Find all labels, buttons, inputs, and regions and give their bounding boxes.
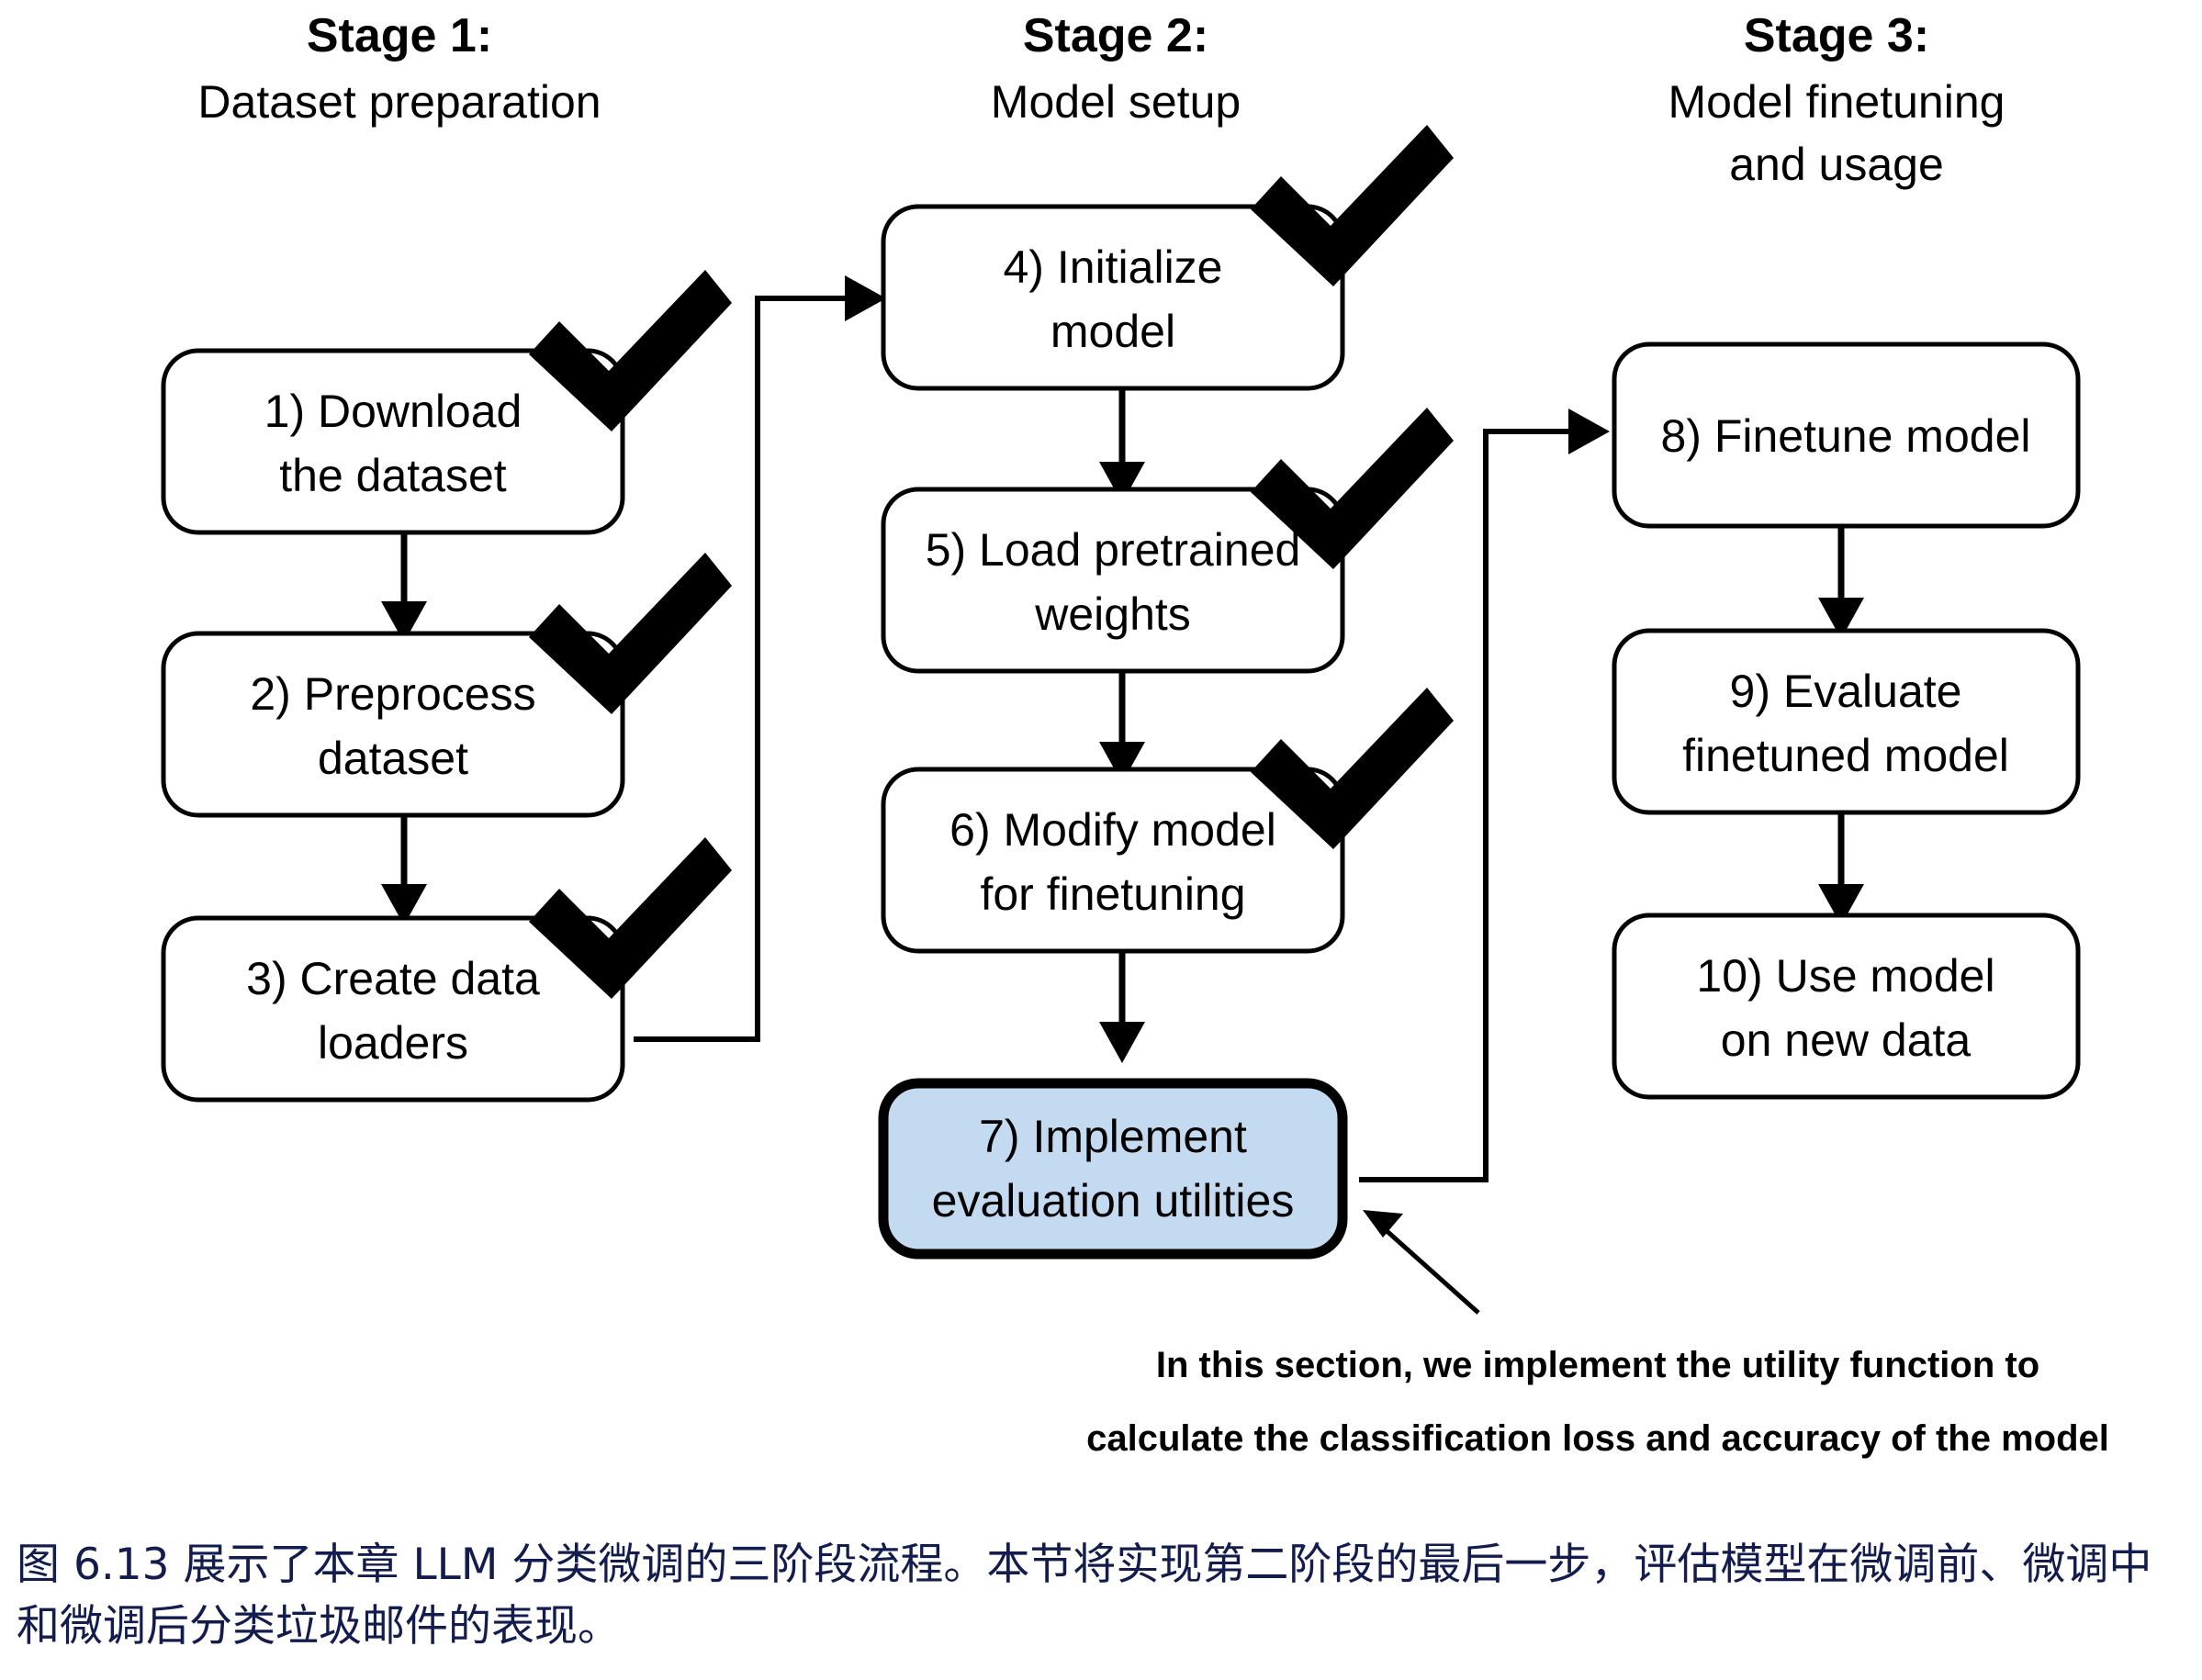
annotation-arrowhead [1363,1210,1403,1238]
node-8-label-line1: 8) Finetune model [1660,410,2030,462]
node-8-box[interactable] [1612,342,2081,529]
node-4-label-line1: 4) Initialize [1004,241,1223,293]
node-7[interactable]: 7) Implement evaluation utilities [878,1078,1348,1260]
annotation-callout: In this section, we implement the utilit… [1086,1210,2109,1459]
node-2[interactable]: 2) Preprocess dataset [161,553,732,818]
node-6-label-line1: 6) Modify model [949,804,1276,856]
stage-3-subtitle: Model finetuning [1668,76,2005,128]
node-10-label-line1: 10) Use model [1696,950,1994,1002]
checkmark-icon [529,553,732,714]
stage-2-subtitle: Model setup [991,76,1241,128]
checkmark-icon [529,837,732,999]
node-9-label-line2: finetuned model [1682,730,2009,781]
node-2-label-line1: 2) Preprocess [250,668,535,720]
node-2-box[interactable] [161,631,625,818]
edge-node8-to-node9 [1818,526,1864,639]
figure-caption: 图 6.13 展示了本章 LLM 分类微调的三阶段流程。本节将实现第二阶段的最后… [17,1540,2152,1652]
node-1-label-line1: 1) Download [264,386,522,437]
node-5-label-line1: 5) Load pretrained [926,524,1301,576]
node-4-label-line2: model [1050,306,1175,357]
checkmark-icon [529,270,732,431]
edge-stage2-to-stage3 [1359,409,1610,1182]
node-7-label-line1: 7) Implement [979,1111,1247,1162]
node-1-label-line2: the dataset [279,450,507,501]
edge-node4-to-node5 [1099,390,1145,503]
node-3-label-line2: loaders [318,1017,468,1069]
node-3-label-line1: 3) Create data [246,953,540,1004]
node-9[interactable]: 9) Evaluate finetuned model [1612,628,2081,815]
edge-node6-to-node7 [1099,950,1145,1063]
node-6-label-line2: for finetuning [980,868,1245,920]
node-5-label-line2: weights [1034,588,1191,640]
node-9-label-line1: 9) Evaluate [1730,666,1962,717]
node-10-label-line2: on new data [1721,1014,1972,1066]
edge-node1-to-node2 [381,532,427,643]
node-1[interactable]: 1) Download the dataset [161,270,732,535]
node-4-box[interactable] [881,204,1345,391]
annotation-line1: In this section, we implement the utilit… [1156,1345,2039,1385]
node-4[interactable]: 4) Initialize model [881,125,1454,391]
node-6[interactable]: 6) Modify model for finetuning [881,688,1454,954]
stage-1-title: Stage 1: [307,9,492,62]
stage-3-title: Stage 3: [1744,9,1929,62]
node-1-box[interactable] [161,348,625,535]
checkmark-icon [1251,125,1454,286]
node-2-label-line2: dataset [318,733,468,784]
node-10[interactable]: 10) Use model on new data [1612,913,2081,1100]
node-5-box[interactable] [881,487,1345,674]
node-9-box[interactable] [1612,628,2081,815]
node-7-box[interactable] [878,1078,1348,1260]
stage-3-subtitle-line2: and usage [1729,139,1944,190]
edge-node9-to-node10 [1818,812,1864,925]
node-7-label-line2: evaluation utilities [932,1175,1295,1226]
edge-node2-to-node3 [381,815,427,925]
annotation-line2: calculate the classification loss and ac… [1086,1418,2109,1459]
node-8[interactable]: 8) Finetune model [1612,342,2081,529]
stage-2-title: Stage 2: [1023,9,1208,62]
node-5[interactable]: 5) Load pretrained weights [881,408,1454,674]
node-10-box[interactable] [1612,913,2081,1100]
node-6-box[interactable] [881,767,1345,954]
checkmark-icon [1251,688,1454,849]
node-3-box[interactable] [161,915,625,1103]
stage-1-subtitle: Dataset preparation [197,76,601,128]
edge-node5-to-node6 [1099,670,1145,783]
node-3[interactable]: 3) Create data loaders [161,837,732,1103]
edge-stage1-to-stage2 [634,275,886,1042]
checkmark-icon [1251,408,1454,569]
